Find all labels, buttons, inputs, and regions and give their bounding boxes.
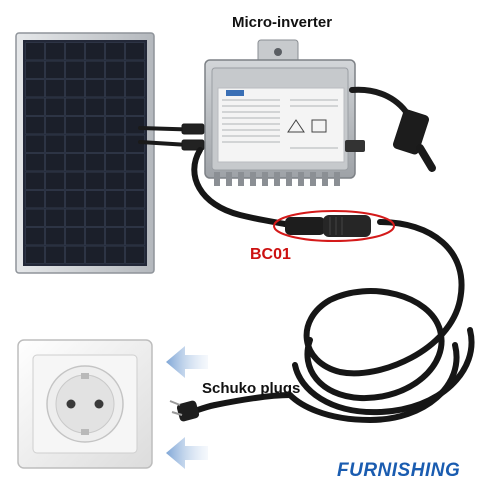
warning-triangle-icon bbox=[287, 119, 305, 133]
solar-cell bbox=[85, 153, 105, 172]
solar-cell bbox=[125, 79, 145, 98]
solar-cell bbox=[65, 134, 85, 153]
solar-cell bbox=[65, 97, 85, 116]
solar-cell bbox=[105, 79, 125, 98]
solar-cell bbox=[85, 97, 105, 116]
solar-cell bbox=[125, 171, 145, 190]
solar-cell bbox=[25, 97, 45, 116]
solar-cell bbox=[105, 97, 125, 116]
solar-cell bbox=[25, 79, 45, 98]
solar-cell bbox=[105, 116, 125, 135]
solar-cell bbox=[65, 116, 85, 135]
solar-cell bbox=[105, 245, 125, 264]
inverter-logo-mark bbox=[226, 90, 244, 96]
solar-cell bbox=[45, 227, 65, 246]
solar-cell bbox=[65, 42, 85, 61]
bc01-connector bbox=[273, 210, 395, 242]
solar-cell bbox=[65, 227, 85, 246]
solar-cell bbox=[85, 60, 105, 79]
solar-cell bbox=[25, 245, 45, 264]
panel-cables bbox=[138, 123, 207, 151]
solar-cell bbox=[45, 134, 65, 153]
solar-cell bbox=[125, 60, 145, 79]
solar-cell bbox=[85, 208, 105, 227]
solar-cell bbox=[25, 171, 45, 190]
socket-ground-clip-top bbox=[81, 373, 89, 379]
solar-cell bbox=[105, 60, 125, 79]
solar-cell bbox=[85, 79, 105, 98]
solar-cell bbox=[45, 171, 65, 190]
solar-cell-grid bbox=[25, 42, 145, 264]
inverter-bracket bbox=[257, 39, 299, 65]
solar-cell bbox=[65, 60, 85, 79]
connector-label: BC01 bbox=[250, 246, 291, 263]
trunk-cable bbox=[191, 147, 475, 424]
micro-inverter-label: Micro-inverter bbox=[232, 14, 333, 31]
solar-cell bbox=[85, 134, 105, 153]
solar-cell bbox=[65, 208, 85, 227]
solar-cell bbox=[25, 60, 45, 79]
solar-cell bbox=[125, 208, 145, 227]
solar-panel bbox=[15, 32, 155, 274]
inverter-label-lines bbox=[222, 99, 338, 149]
solar-cell bbox=[65, 79, 85, 98]
solar-cell bbox=[85, 190, 105, 209]
ac-output-cable bbox=[349, 86, 436, 172]
solar-cell bbox=[125, 190, 145, 209]
solar-cell bbox=[125, 116, 145, 135]
brand-watermark: FURNISHING bbox=[337, 460, 461, 481]
solar-cell bbox=[105, 190, 125, 209]
solar-cell bbox=[125, 42, 145, 61]
solar-cell bbox=[25, 190, 45, 209]
solar-cell bbox=[25, 42, 45, 61]
solar-cell bbox=[25, 153, 45, 172]
left-arrow-icon bbox=[166, 346, 208, 378]
solar-cell bbox=[85, 227, 105, 246]
solar-cell bbox=[65, 190, 85, 209]
solar-cell bbox=[105, 227, 125, 246]
schuko-plugs-label: Schuko plugs bbox=[202, 380, 301, 397]
socket-hole-right bbox=[94, 399, 104, 409]
schuko-plug bbox=[169, 400, 218, 422]
solar-cell bbox=[105, 171, 125, 190]
solar-cell bbox=[25, 227, 45, 246]
solar-cell bbox=[25, 134, 45, 153]
solar-cell bbox=[65, 171, 85, 190]
solar-cell bbox=[45, 208, 65, 227]
solar-cell bbox=[25, 208, 45, 227]
ce-mark-icon bbox=[311, 119, 327, 133]
solar-cell bbox=[65, 153, 85, 172]
solar-cell bbox=[105, 42, 125, 61]
solar-cell bbox=[105, 153, 125, 172]
solar-cell bbox=[45, 153, 65, 172]
solar-cell bbox=[125, 153, 145, 172]
socket-hole-left bbox=[66, 399, 76, 409]
solar-cell bbox=[105, 208, 125, 227]
solar-cell bbox=[125, 227, 145, 246]
schuko-wall-socket bbox=[17, 339, 153, 469]
solar-cell bbox=[65, 245, 85, 264]
solar-cell bbox=[45, 97, 65, 116]
solar-cell bbox=[105, 134, 125, 153]
micro-inverter bbox=[204, 59, 365, 186]
solar-cell bbox=[45, 42, 65, 61]
solar-cell bbox=[85, 42, 105, 61]
solar-cell bbox=[45, 116, 65, 135]
left-arrow-icon bbox=[166, 437, 208, 469]
solar-cell bbox=[125, 97, 145, 116]
inverter-ac-port bbox=[345, 140, 365, 152]
solar-cell bbox=[45, 60, 65, 79]
solar-cell bbox=[45, 245, 65, 264]
solar-cell bbox=[45, 79, 65, 98]
inverter-fins bbox=[214, 172, 340, 186]
solar-cell bbox=[85, 171, 105, 190]
socket-ground-clip-bottom bbox=[81, 429, 89, 435]
solar-cell bbox=[85, 116, 105, 135]
solar-cell bbox=[25, 116, 45, 135]
connector-highlight-ellipse bbox=[273, 210, 395, 242]
solar-cell bbox=[125, 245, 145, 264]
solar-cell bbox=[45, 190, 65, 209]
solar-cell bbox=[85, 245, 105, 264]
